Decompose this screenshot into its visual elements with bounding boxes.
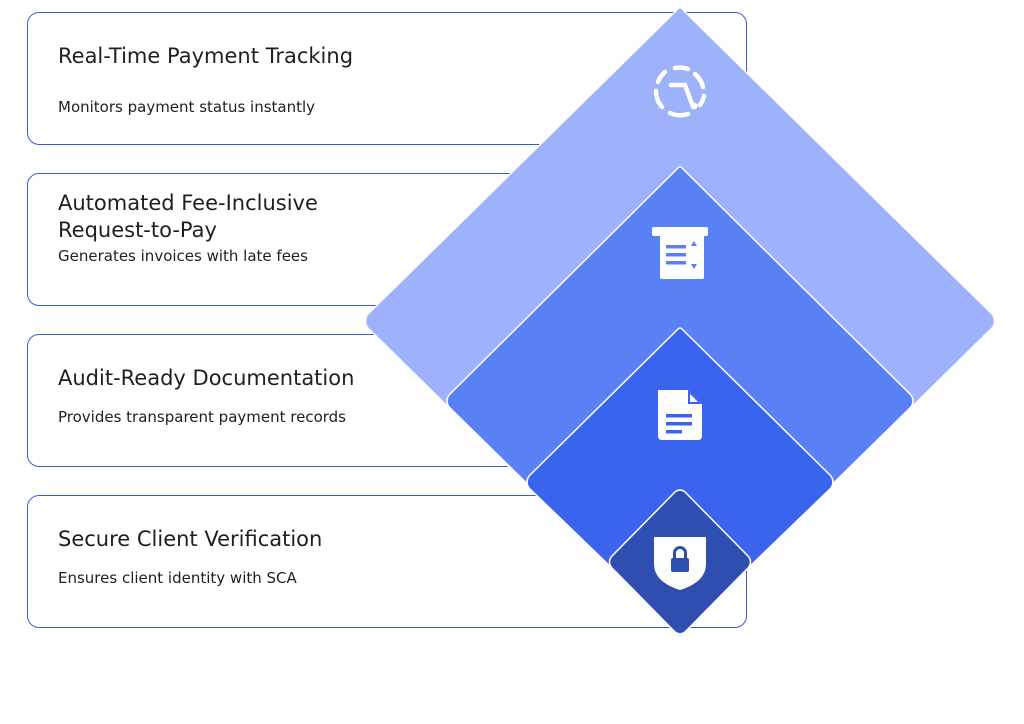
feature-title: Automated Fee-Inclusive Request-to-Pay xyxy=(58,191,318,242)
feature-title: Audit-Ready Documentation xyxy=(58,366,355,390)
feature-title: Secure Client Verification xyxy=(58,527,323,551)
feature-title: Real-Time Payment Tracking xyxy=(58,44,354,68)
feature-description: Generates invoices with late fees xyxy=(58,247,308,265)
shield-lock-icon xyxy=(654,537,706,590)
document-icon xyxy=(658,390,702,440)
feature-description: Ensures client identity with SCA xyxy=(58,569,297,587)
clock-tracking-icon xyxy=(653,65,707,118)
feature-description: Provides transparent payment records xyxy=(58,408,346,426)
invoice-receipt-icon xyxy=(652,227,708,279)
feature-description: Monitors payment status instantly xyxy=(58,98,316,116)
